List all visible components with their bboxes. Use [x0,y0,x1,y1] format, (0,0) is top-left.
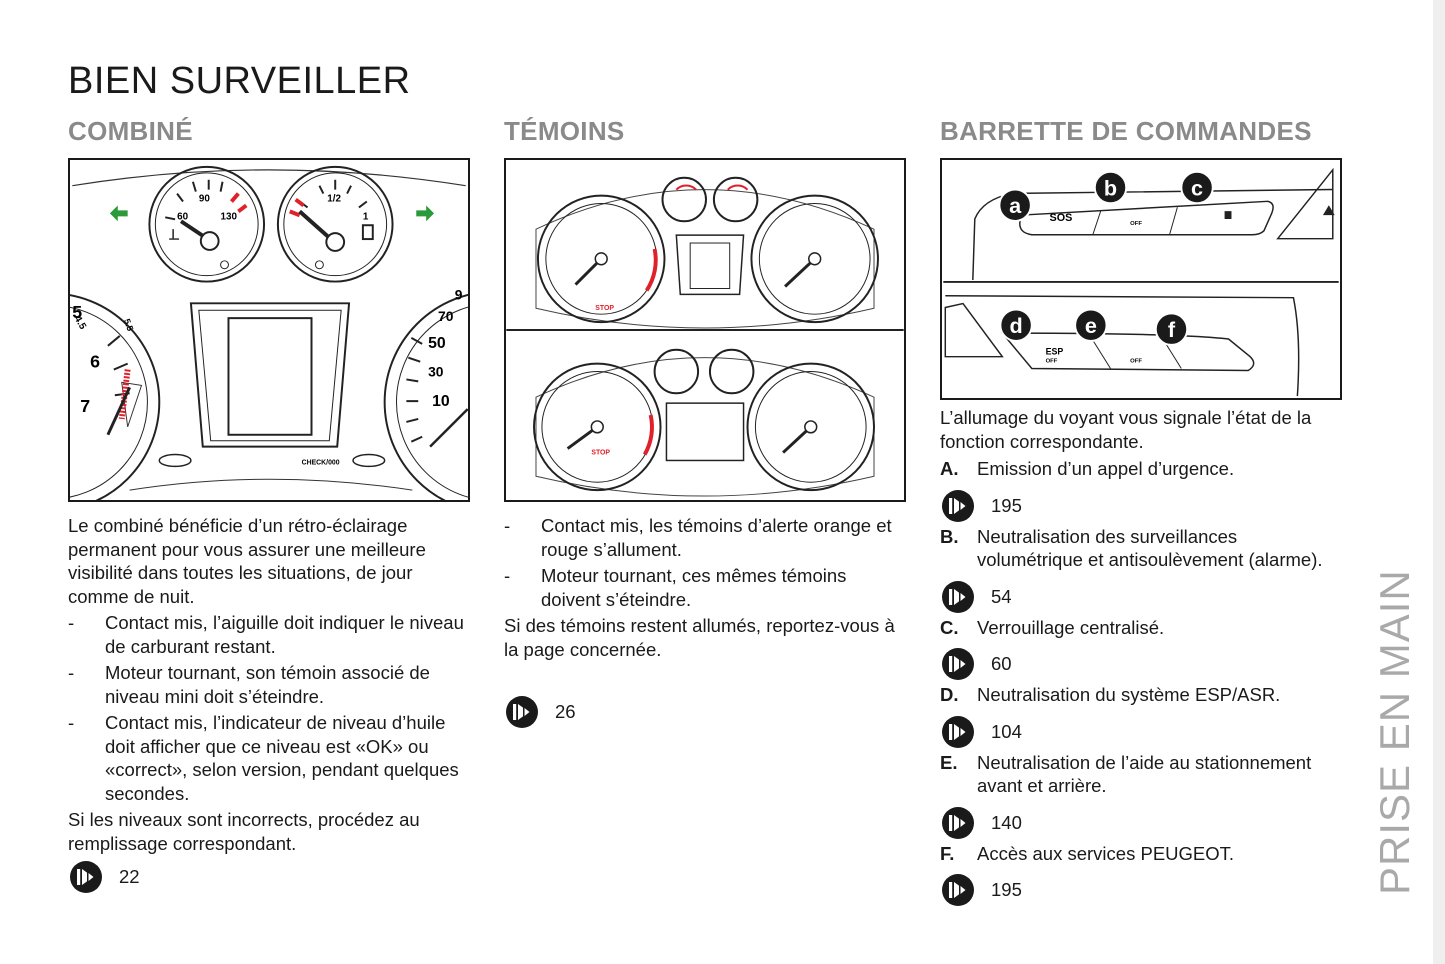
combine-bullet: -Moteur tournant, son témoin associé de … [68,662,430,707]
page-edge-tab [1433,0,1445,964]
command-item-b: B.Neutralisation des surveillances volum… [940,525,1323,571]
page-reference-number: 195 [991,494,1022,516]
svg-text:d: d [1009,313,1022,338]
page-reference-link[interactable]: 54 [941,580,1345,614]
svg-text:a: a [1009,193,1022,218]
page-reference-icon [941,806,975,840]
page-reference-number: 140 [991,811,1022,833]
barrette-figure: SOS OFF a b c ESP OFF OFF d e f [940,158,1342,400]
page-reference-icon [941,873,975,907]
svg-text:90: 90 [199,194,210,205]
svg-text:10: 10 [432,393,450,410]
page-reference-number: 22 [119,866,140,887]
svg-text:7: 7 [80,396,90,416]
svg-text:50: 50 [428,335,446,352]
svg-text:f: f [1168,317,1176,342]
page-reference-icon [69,860,103,894]
page-reference-link[interactable]: 60 [941,647,1345,681]
page-reference-link[interactable]: 140 [941,806,1345,840]
command-item-d: D.Neutralisation du système ESP/ASR. [940,684,1281,705]
svg-text:1/2: 1/2 [327,194,341,205]
svg-text:c: c [1191,175,1203,200]
command-item-f: F.Accès aux services PEUGEOT. [940,842,1235,864]
page-reference-number: 26 [555,701,576,722]
svg-text:OFF: OFF [1130,221,1142,227]
temoins-outro: Si des témoins restent allumés, reportez… [504,615,895,660]
page-reference-link[interactable]: 195 [941,873,1345,907]
svg-text:ESP: ESP [1046,347,1064,357]
svg-text:6: 6 [90,352,100,372]
page-reference-link[interactable]: 26 [505,695,576,729]
svg-text:b: b [1104,175,1117,200]
svg-text:CHECK/000: CHECK/000 [302,459,340,466]
page-reference-number: 104 [991,720,1022,742]
combine-bullet: -Contact mis, l’indicateur de niveau d’h… [68,712,459,804]
svg-text:OFF: OFF [1046,359,1058,365]
page-reference-icon [941,715,975,749]
svg-text:STOP: STOP [591,450,610,457]
svg-text:e: e [1085,313,1097,338]
page-reference-icon [941,580,975,614]
section-side-label: PRISE EN MAIN [1371,569,1418,895]
page-reference-number: 54 [991,585,1012,607]
page-reference-icon [941,647,975,681]
svg-text:30: 30 [428,363,444,379]
page-reference-icon [505,695,539,729]
temoins-figure: STOP STOP [504,158,906,502]
page-reference-link[interactable]: 195 [941,489,1345,523]
page-reference-icon [941,489,975,523]
barrette-intro: L’allumage du voyant vous signale l’état… [940,407,1312,452]
page-reference-link[interactable]: 104 [941,715,1345,749]
combine-heading: COMBINÉ [68,116,193,146]
svg-text:SOS: SOS [1050,212,1073,224]
temoins-bullet: -Moteur tournant, ces mêmes témoins doiv… [504,565,847,610]
page-reference-number: 195 [991,879,1022,901]
temoins-heading: TÉMOINS [504,116,625,146]
page-title: BIEN SURVEILLER [68,60,411,102]
svg-text:STOP: STOP [595,305,614,312]
temoins-text: -Contact mis, les témoins d’alerte orang… [504,514,904,661]
combine-figure: 4.5 5 5.5 6 7 70 50 30 10 9 90 60 130 1/… [68,158,470,502]
command-item-a: A.Emission d’un appel d’urgence. [940,458,1235,479]
page-reference-link[interactable]: 22 [69,860,140,894]
combine-intro: Le combiné bénéficie d’un rétro-éclairag… [68,515,426,607]
temoins-bullet: -Contact mis, les témoins d’alerte orang… [504,515,892,560]
svg-text:70: 70 [438,308,454,324]
svg-text:9: 9 [455,286,463,302]
combine-bullet: -Contact mis, l’aiguille doit indiquer l… [68,612,464,657]
page-reference-number: 60 [991,653,1012,675]
command-item-e: E.Neutralisation de l’aide au stationnem… [940,751,1312,797]
barrette-heading: BARRETTE DE COMMANDES [940,116,1312,146]
svg-text:5.5: 5.5 [122,317,136,332]
svg-text:130: 130 [221,211,238,222]
svg-text:5: 5 [72,302,82,322]
combine-outro: Si les niveaux sont incorrects, procédez… [68,809,420,854]
svg-text:1: 1 [363,211,369,222]
svg-text:OFF: OFF [1130,359,1142,365]
barrette-text: L’allumage du voyant vous signale l’état… [940,406,1345,909]
command-item-c: C.Verrouillage centralisé. [940,616,1165,638]
combine-text: Le combiné bénéficie d’un rétro-éclairag… [68,514,468,855]
svg-text:60: 60 [177,211,188,222]
